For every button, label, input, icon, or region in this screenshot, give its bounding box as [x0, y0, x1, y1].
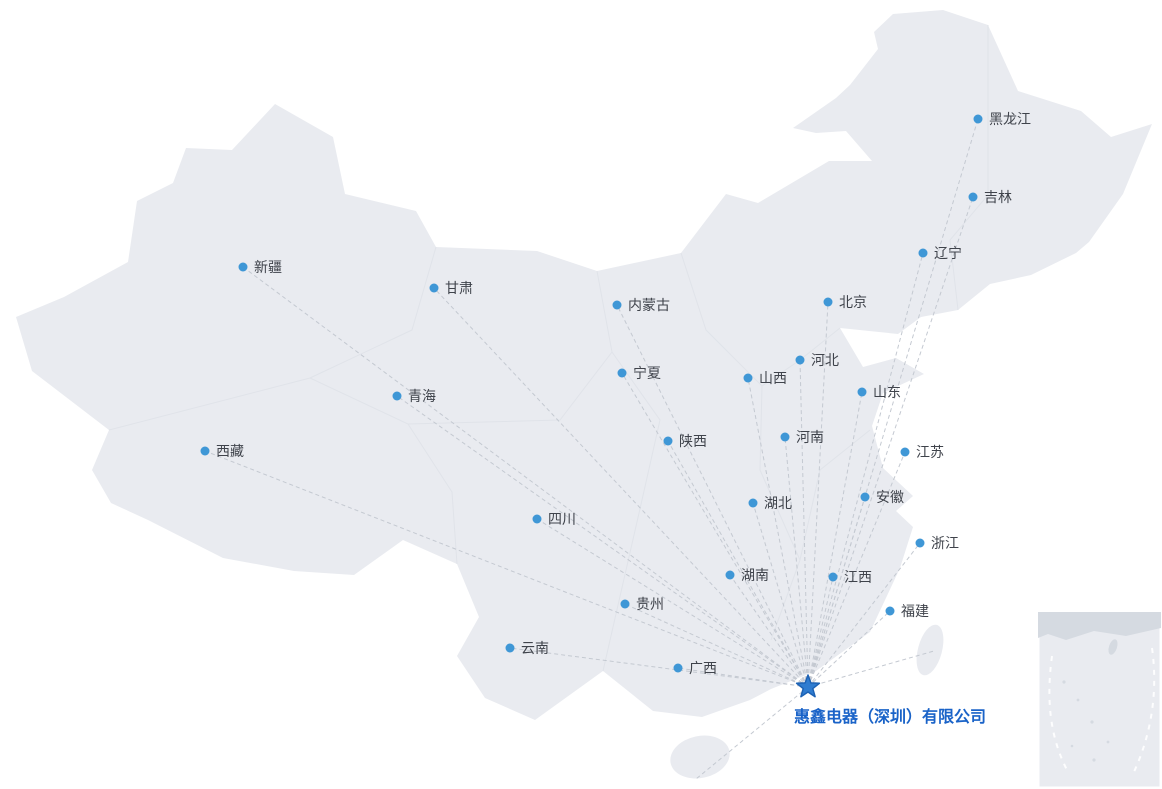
province-dot [915, 538, 925, 548]
connection-line [807, 496, 866, 688]
connection-line [807, 576, 834, 688]
province-dot [748, 498, 758, 508]
province-label: 湖北 [764, 495, 792, 511]
inset-islet [1090, 720, 1094, 724]
province-dot [238, 262, 248, 272]
connection-line [204, 450, 809, 688]
connection-line [509, 647, 809, 688]
connection-line [807, 451, 906, 688]
inset-islet [1070, 744, 1074, 748]
connection-line [807, 252, 924, 688]
province-dot [620, 599, 630, 609]
province-label: 河南 [796, 429, 824, 445]
province-label: 青海 [408, 388, 436, 404]
connection-line [807, 650, 935, 688]
province-label: 北京 [839, 294, 867, 310]
connection-line [807, 391, 863, 688]
province-dot [505, 643, 515, 653]
province-dot [392, 391, 402, 401]
inset-islet [1092, 758, 1096, 762]
connection-line [621, 372, 809, 688]
connection-line [695, 686, 809, 780]
connection-lines [204, 118, 979, 780]
inset-frame [1036, 610, 1162, 789]
hub-marker-group: 惠鑫电器（深圳）有限公司 [794, 674, 986, 726]
province-label: 安徽 [876, 489, 904, 505]
province-dot [725, 570, 735, 580]
connection-line [729, 574, 809, 688]
province-label: 陕西 [679, 433, 707, 449]
province-label: 甘肃 [445, 280, 473, 296]
province-dot [532, 514, 542, 524]
inset-coastline [1038, 612, 1161, 640]
province-dot [968, 192, 978, 202]
province-dot [857, 387, 867, 397]
province-dot [973, 114, 983, 124]
province-dot [663, 436, 673, 446]
inset-islet [1062, 680, 1066, 684]
connection-line [616, 304, 809, 688]
connection-line [667, 440, 809, 688]
connection-line [807, 301, 829, 688]
province-label: 云南 [521, 640, 549, 656]
province-label: 江苏 [916, 444, 944, 460]
inset-dashed-boundary [1048, 655, 1069, 773]
province-label: 四川 [548, 511, 576, 527]
province-label: 新疆 [254, 259, 282, 275]
province-dot [200, 446, 210, 456]
inset-islet [1106, 740, 1110, 744]
province-label: 山西 [759, 370, 787, 386]
hub-company-label: 惠鑫电器（深圳）有限公司 [794, 707, 986, 726]
connection-line [677, 667, 809, 688]
inset-islet [1076, 698, 1080, 702]
province-dot [885, 606, 895, 616]
province-dot [828, 572, 838, 582]
connection-line [242, 266, 809, 688]
connection-line [807, 196, 974, 688]
province-borders [108, 25, 989, 672]
province-dot [743, 373, 753, 383]
province-label: 广西 [689, 660, 717, 676]
province-label: 黑龙江 [989, 111, 1031, 127]
connection-line [624, 603, 809, 688]
province-label: 福建 [901, 603, 929, 619]
province-dot [795, 355, 805, 365]
province-dot [429, 283, 439, 293]
province-label: 河北 [811, 352, 839, 368]
province-label: 贵州 [636, 596, 664, 612]
province-dots [200, 114, 983, 673]
province-label: 山东 [873, 384, 901, 400]
province-label: 江西 [844, 569, 872, 585]
province-dot [918, 248, 928, 258]
province-dot [612, 300, 622, 310]
province-dot [673, 663, 683, 673]
province-dot [860, 492, 870, 502]
connection-line [799, 359, 809, 688]
province-label: 西藏 [216, 443, 244, 459]
province-label: 辽宁 [934, 245, 962, 261]
south-china-sea-inset [1036, 610, 1162, 789]
province-label: 湖南 [741, 567, 769, 583]
province-dot [900, 447, 910, 457]
inset-dashed-boundary [1131, 647, 1156, 777]
connection-line [807, 610, 891, 688]
province-dot [780, 432, 790, 442]
province-label: 浙江 [931, 535, 959, 551]
hub-star-icon [795, 674, 821, 698]
connection-line [807, 542, 921, 688]
province-label: 内蒙古 [628, 297, 670, 313]
connection-line [433, 287, 809, 688]
province-dot [823, 297, 833, 307]
province-label: 吉林 [984, 189, 1012, 205]
hainan-island [670, 735, 730, 779]
province-label: 宁夏 [633, 365, 661, 381]
province-dot [617, 368, 627, 378]
connection-line [747, 377, 809, 688]
inset-taiwan-islet [1108, 639, 1118, 655]
taiwan-island [916, 624, 944, 676]
